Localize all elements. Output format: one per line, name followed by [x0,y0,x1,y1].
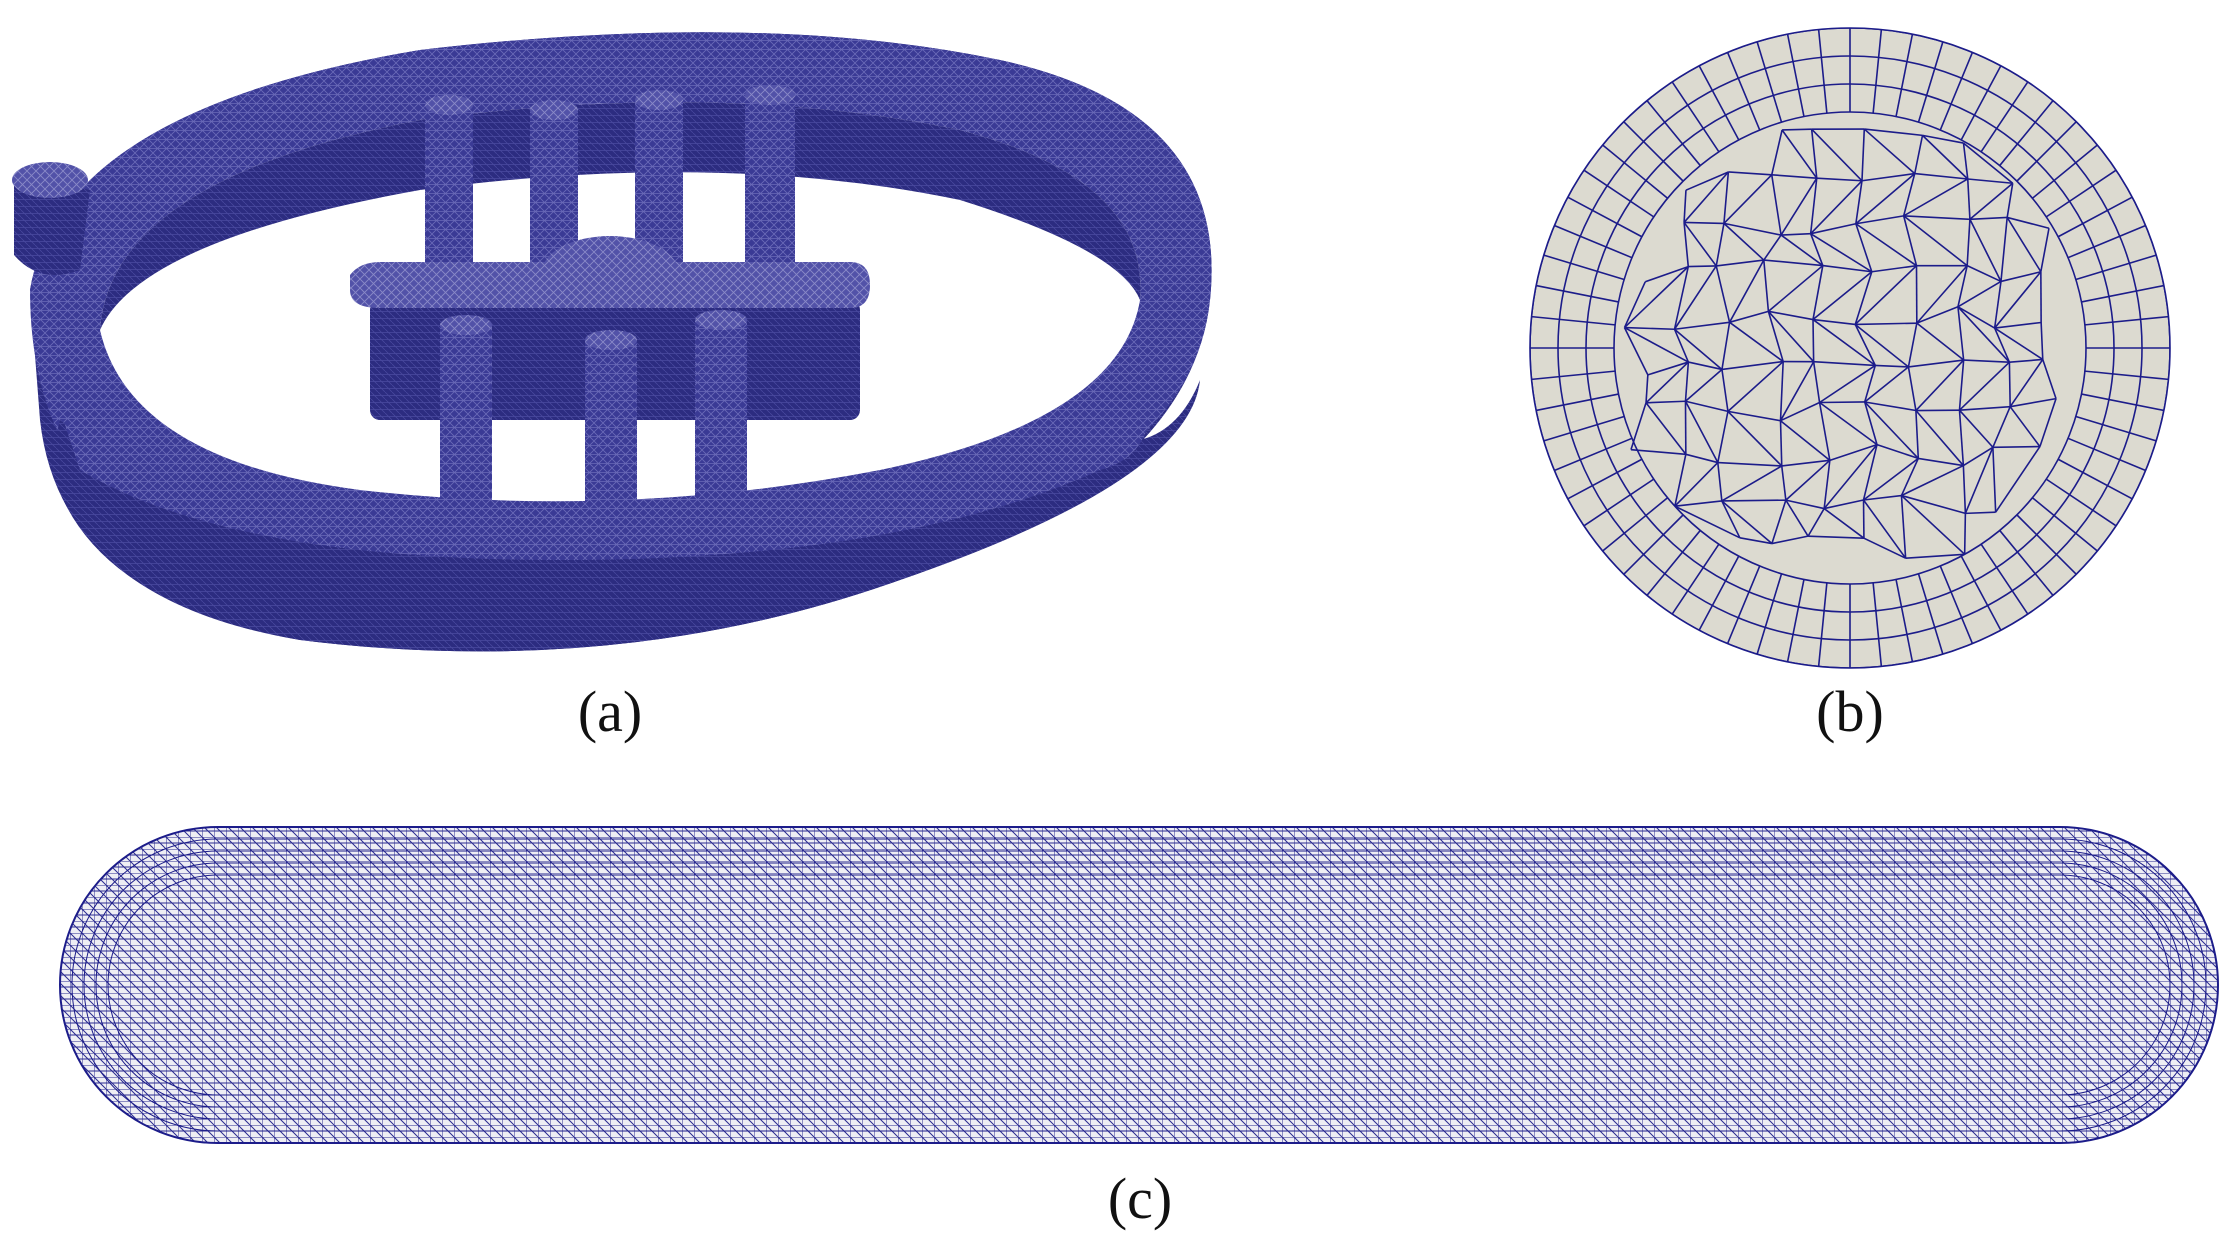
panel-a-3d-mesh [0,0,1240,680]
panel-c-stadium-mesh [58,825,2220,1145]
ring-front-top [60,410,1150,560]
stadium-mesh-svg [59,826,2219,1144]
circle-mesh-svg [1529,27,2171,669]
panel-b-label: (b) [1816,679,1884,744]
ring-inner-wall [100,102,1141,330]
casting-mesh-svg [12,32,1212,652]
panel-c-label: (c) [1107,1166,1173,1231]
ring-front-band [50,380,1200,652]
sprue-cylinder [12,162,90,275]
panel-b-circle-mesh [1520,18,2180,678]
panel-a-label: (a) [577,679,643,744]
